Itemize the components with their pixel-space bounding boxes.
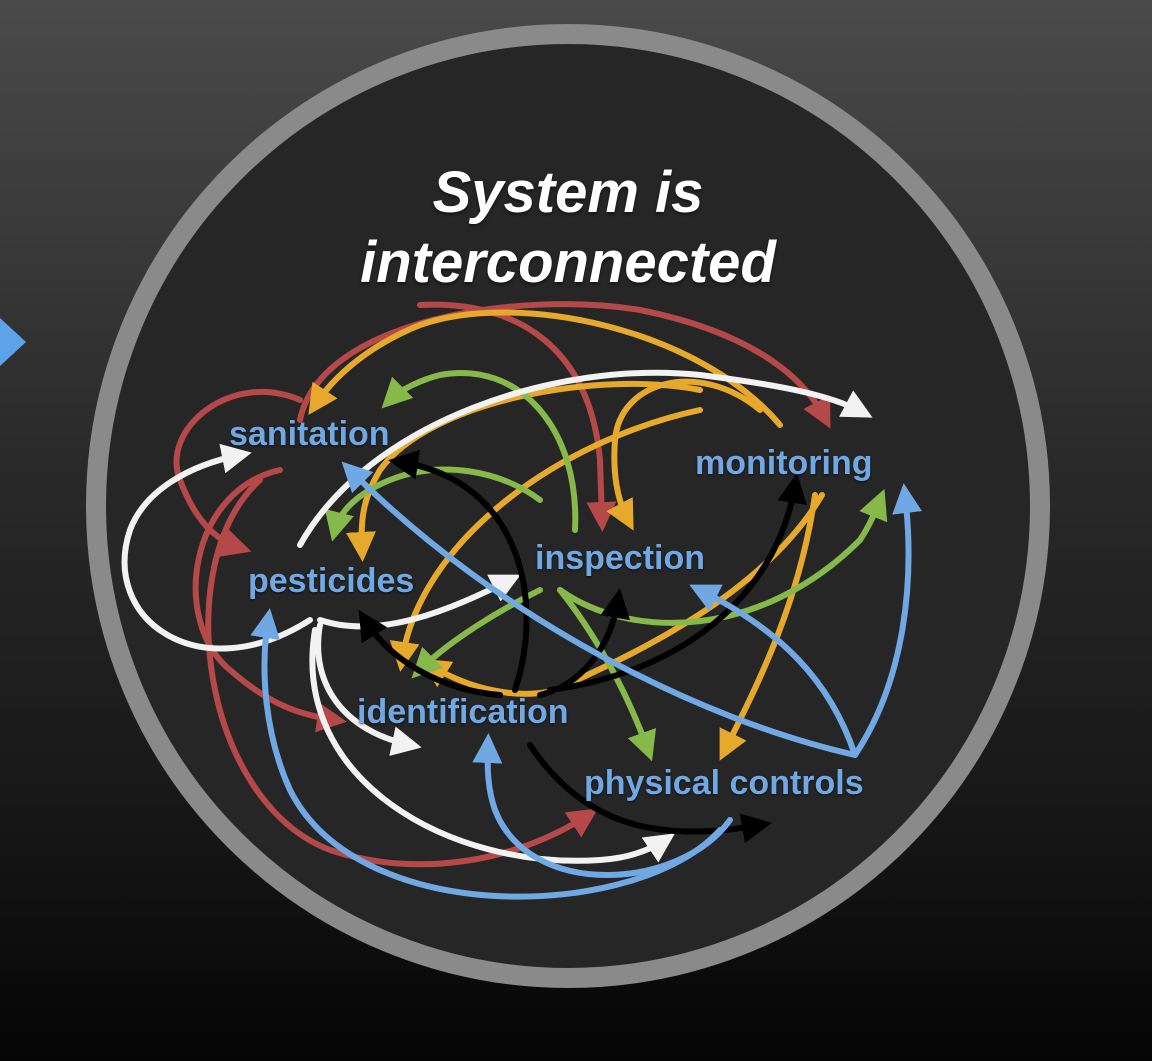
yellow-arrow-monitoring-identification [389,407,703,672]
yellow-arrow-monitoring-sanitation [308,309,783,428]
black-arrow-identification-pesticides [358,609,503,698]
title-line-1: System is [432,160,704,225]
node-sanitation: sanitation [229,415,390,453]
black-arrow-identification-sanitation [388,449,530,693]
red-arrow-sanitation-monitoring [297,301,831,429]
white-arrow-pesticides-inspection [317,574,521,630]
node-inspection: inspection [535,539,706,577]
green-arrow-inspection-physical [557,587,657,762]
white-arrow-pesticides-identification [315,622,422,756]
blue-arrows [250,461,922,900]
diagram-title: System is interconnected [300,158,836,298]
blue-arrow-physical-monitoring [852,483,922,758]
white-arrow-loop-sanitation [121,443,313,652]
red-arrow-top-inspection [417,301,617,532]
title-line-2: interconnected [360,230,776,295]
node-monitoring: monitoring [695,444,873,482]
black-arrow-identification-monitoring [547,473,807,693]
left-pointer-arrow [0,318,26,366]
blue-arrow-physical-inspection [689,584,858,758]
green-arrow-inspection-sanitation [381,370,579,533]
white-arrow-pesticides-physical [309,627,675,864]
red-arrow-sanitation-pesticides [173,389,303,557]
node-pesticides: pesticides [248,562,415,600]
node-physical-controls: physical controls [584,764,864,802]
black-arrows [358,449,807,843]
blue-arrow-physical-sanitation [341,461,858,758]
yellow-arrow-monitoring-inspection [606,378,763,531]
node-identification: identification [357,693,569,731]
blue-arrow-physical-pesticides [250,608,723,900]
